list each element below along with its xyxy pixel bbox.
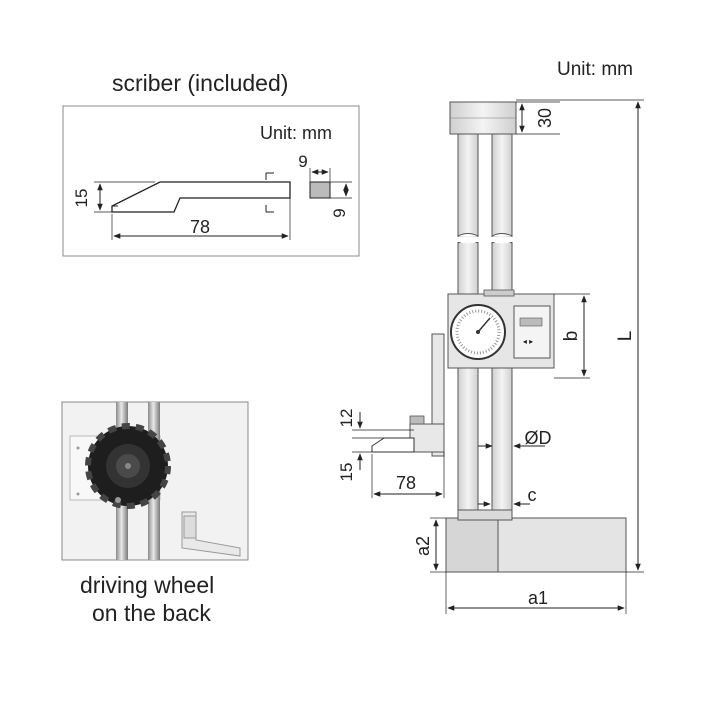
gauge-unit: Unit: mm (557, 59, 633, 80)
svg-text:◂ ▸: ◂ ▸ (523, 337, 533, 346)
dim-scriber-12: 12 (337, 409, 356, 428)
scriber-unit: Unit: mm (260, 123, 332, 143)
scriber-cross-section (309, 181, 331, 199)
dim-top: 30 (535, 108, 555, 128)
dim-b: b (561, 331, 582, 342)
scriber-shape (111, 181, 291, 213)
dim-scriber-78: 78 (396, 473, 416, 493)
scriber-panel (62, 105, 360, 257)
scriber-dim-tip-height: 9 (330, 208, 349, 217)
dim-c: c (528, 485, 537, 505)
dim-diameter: ØD (525, 428, 552, 448)
driving-wheel-photo (61, 401, 249, 561)
dim-a1: a1 (528, 588, 548, 608)
dim-scriber-15: 15 (337, 463, 356, 482)
dim-L: L (615, 331, 636, 342)
scriber-dim-tip-width: 9 (298, 152, 307, 171)
scriber-dim-height: 15 (72, 189, 91, 208)
height-gauge: ◂ ▸ (352, 99, 644, 614)
dim-a2: a2 (413, 536, 433, 556)
scriber-title: scriber (included) (112, 70, 289, 96)
wheel-caption-line1: driving wheel (80, 572, 215, 598)
scriber-dim-length: 78 (190, 217, 210, 237)
gauge-scriber (371, 437, 415, 453)
wheel-caption-line2: on the back (92, 600, 211, 626)
knurled-wheel (85, 423, 171, 509)
